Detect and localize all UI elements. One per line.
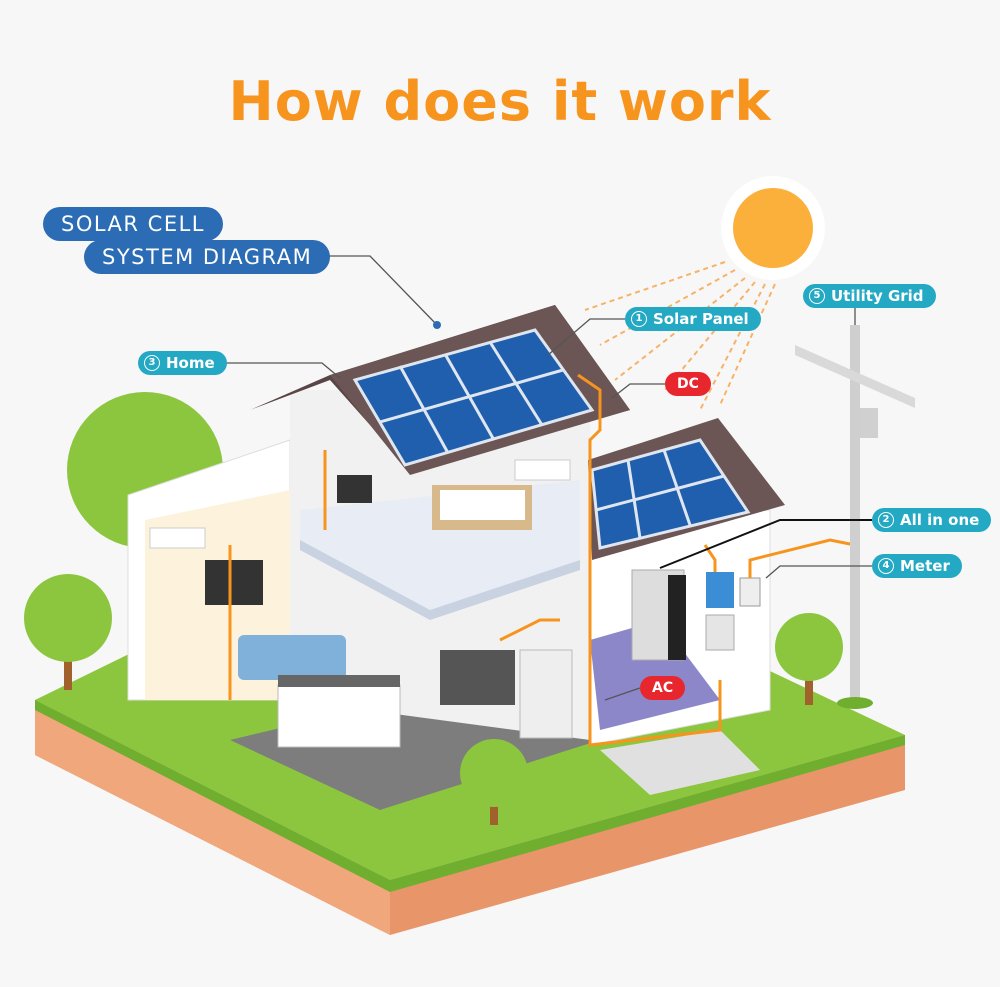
utility-pole xyxy=(795,325,915,709)
dc-badge: DC xyxy=(665,372,711,396)
computer xyxy=(337,475,372,503)
solar-panels-main xyxy=(352,328,595,467)
stove xyxy=(440,650,515,705)
solar-panels-right xyxy=(590,438,751,550)
breaker-box xyxy=(705,614,735,651)
heading-line-2: SYSTEM DIAGRAM xyxy=(84,240,331,274)
ac-badge: AC xyxy=(640,676,686,700)
tree-right xyxy=(775,613,843,705)
sun xyxy=(721,176,825,280)
charge-controller xyxy=(706,572,734,608)
sofa xyxy=(238,635,346,680)
tv xyxy=(205,560,263,605)
ac-unit-upper xyxy=(514,459,571,481)
fridge xyxy=(519,649,573,739)
meter-box xyxy=(739,577,761,607)
tree-front xyxy=(460,739,528,825)
page-title: How does it work xyxy=(228,70,772,133)
kitchen-counter xyxy=(277,684,401,748)
tree-left-small xyxy=(24,574,112,690)
storage-floor xyxy=(590,620,720,730)
heading-line-1: SOLAR CELL xyxy=(43,207,224,241)
ac-unit-left xyxy=(149,527,206,549)
